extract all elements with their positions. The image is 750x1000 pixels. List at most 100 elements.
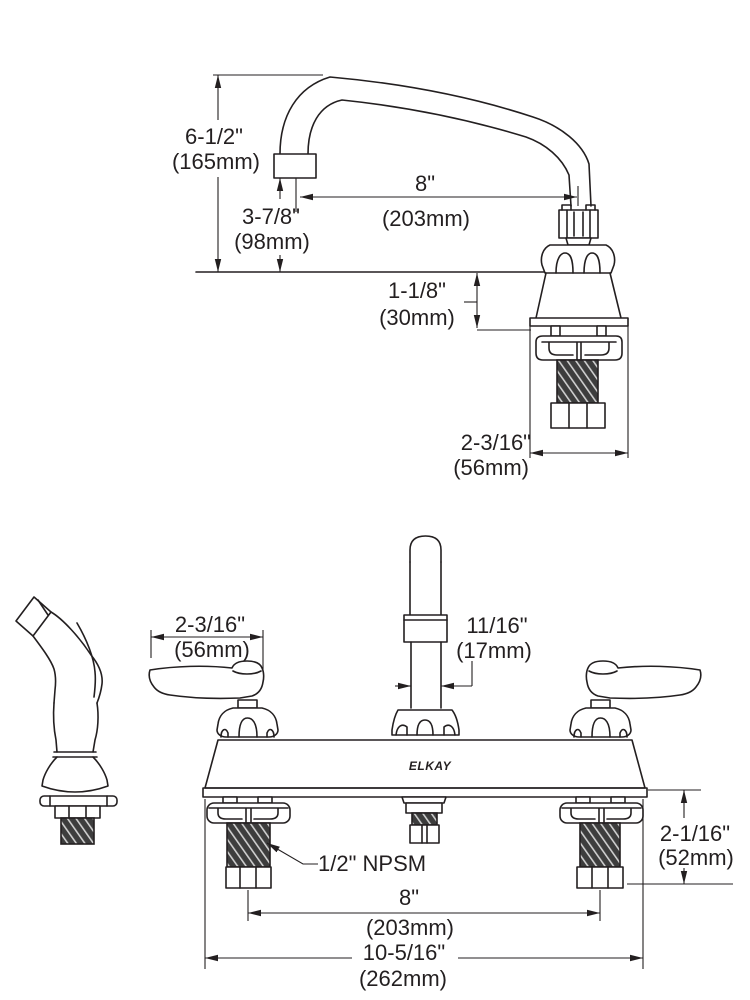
washer-tab (610, 796, 626, 804)
mounting-nut-facets (568, 402, 588, 429)
spray-nut-facets (68, 805, 87, 819)
dim-base-clearance: 1-1/8" (30mm) (379, 273, 531, 331)
spray-trim-ring (52, 751, 98, 758)
dim-base-clearance-mm: (30mm) (379, 305, 455, 330)
washer-tab (257, 796, 273, 804)
right-lever-hub-line (588, 670, 618, 675)
dim-handle-length: 2-3/16" (56mm) (150, 612, 264, 672)
right-shank-nut (576, 866, 624, 889)
riser-base-bonnet (391, 709, 460, 736)
right-washer-detail (561, 807, 642, 824)
body-bonnet-side (540, 244, 616, 274)
swivel-nut-tabs (561, 204, 596, 239)
spray-base-bell (41, 756, 109, 793)
dim-overall-width-mm: (262mm) (359, 966, 447, 991)
left-washer-detail (208, 807, 289, 824)
dim-riser-diameter: 11/16" (17mm) (395, 613, 532, 690)
washer-tab (222, 796, 238, 804)
washer-tab (596, 325, 607, 337)
spray-head-outline (50, 611, 103, 704)
dim-spout-reach: 8" (203mm) (295, 171, 579, 231)
center-outlet (401, 796, 447, 844)
swivel-collar (565, 237, 592, 246)
left-bonnet-arches (220, 717, 275, 738)
center-outlet-block (405, 802, 443, 814)
dim-body-width-mm: (56mm) (453, 455, 529, 480)
spray-nozzle-collar (37, 599, 49, 616)
right-nut-facets (591, 866, 609, 889)
right-lever (585, 660, 702, 700)
dim-outlet-height-mm: (98mm) (234, 229, 310, 254)
center-outlet-flange (401, 796, 447, 804)
riser-tube-lower (410, 641, 442, 709)
dim-handle-length-mm: (56mm) (174, 637, 250, 662)
dim-spout-height-mm: (165mm) (172, 149, 260, 174)
left-handle-neck (237, 699, 258, 709)
dim-body-width: 2-3/16" (56mm) (453, 326, 629, 480)
dim-riser-diameter-in: 11/16" (466, 613, 527, 638)
riser-tube-upper (409, 561, 442, 616)
right-handle-neck (590, 699, 611, 709)
dim-spout-height: 6-1/2" (165mm) (172, 74, 323, 272)
dim-faucet-centers: 8" (203mm) (247, 885, 601, 940)
spray-handle-sides (52, 702, 99, 753)
swivel-nut (558, 209, 599, 239)
left-nut-facets (239, 866, 257, 889)
riser-base-arches (395, 719, 456, 736)
spray-washer-detail (49, 795, 108, 807)
top-view-spout-elevation: 6-1/2" (165mm) 3-7/8" (98mm) 8" (203mm) … (172, 74, 629, 480)
washer-tab (550, 325, 561, 337)
aerator-block (273, 153, 317, 179)
center-outlet-nut (409, 824, 440, 844)
dim-handle-length-in: 2-3/16" (175, 612, 245, 637)
left-threaded-shank (226, 822, 271, 868)
dim-faucet-centers-mm: (203mm) (366, 915, 454, 940)
dim-body-width-in: 2-3/16" (461, 430, 531, 455)
left-handle-bonnet (216, 707, 279, 738)
clamp-washer-detail (541, 341, 617, 361)
spray-head-left-edge (32, 635, 57, 704)
dim-spout-reach-in: 8" (415, 171, 435, 196)
body-taper-side (535, 272, 622, 319)
deck-lip (202, 787, 648, 798)
left-lever (148, 660, 265, 700)
base-plate-side (529, 317, 629, 327)
riser-collar (403, 614, 448, 643)
side-spray (15, 596, 118, 845)
dim-faucet-centers-in: 8" (399, 885, 419, 910)
center-nut-facets (421, 824, 428, 844)
mounting-nut-side (550, 402, 606, 429)
spray-mounting-nut (54, 805, 101, 819)
dim-riser-diameter-mm: (17mm) (456, 638, 532, 663)
dim-overall-width-in: 10-5/16" (363, 940, 445, 965)
right-handle-bonnet (569, 707, 632, 738)
dim-overall-width: 10-5/16" (262mm) (204, 799, 644, 991)
bottom-view-front-elevation: ELKAY (15, 535, 734, 991)
center-outlet-threads (411, 812, 438, 826)
threaded-shank-side (556, 359, 599, 404)
bonnet-arches-side (555, 252, 601, 274)
dim-base-clearance-in: 1-1/8" (388, 278, 446, 303)
thread-spec-label: 1/2" NPSM (318, 851, 426, 876)
left-lever-hub-line (232, 670, 262, 675)
dim-shank-length-in: 2-1/16" (660, 821, 730, 846)
thread-spec-callout: 1/2" NPSM (266, 842, 426, 876)
left-handle (148, 660, 279, 738)
dim-outlet-height-in: 3-7/8" (242, 204, 300, 229)
spray-threaded-shank (60, 817, 95, 845)
dim-spout-reach-mm: (203mm) (382, 206, 470, 231)
dim-outlet-height: 3-7/8" (98mm) (234, 178, 310, 272)
right-threaded-shank (579, 822, 621, 868)
spout-inner-curve (307, 99, 572, 207)
spout-outer-curve (279, 76, 592, 207)
riser-dome (409, 535, 442, 563)
spray-face-line (76, 622, 97, 698)
dim-shank-length: 2-1/16" (52mm) (627, 789, 734, 885)
brand-logo: ELKAY (409, 759, 452, 773)
left-shank-nut (225, 866, 272, 889)
left-shank-assembly (206, 796, 291, 889)
dim-shank-length-mm: (52mm) (658, 845, 734, 870)
right-bonnet-arches (573, 717, 628, 738)
